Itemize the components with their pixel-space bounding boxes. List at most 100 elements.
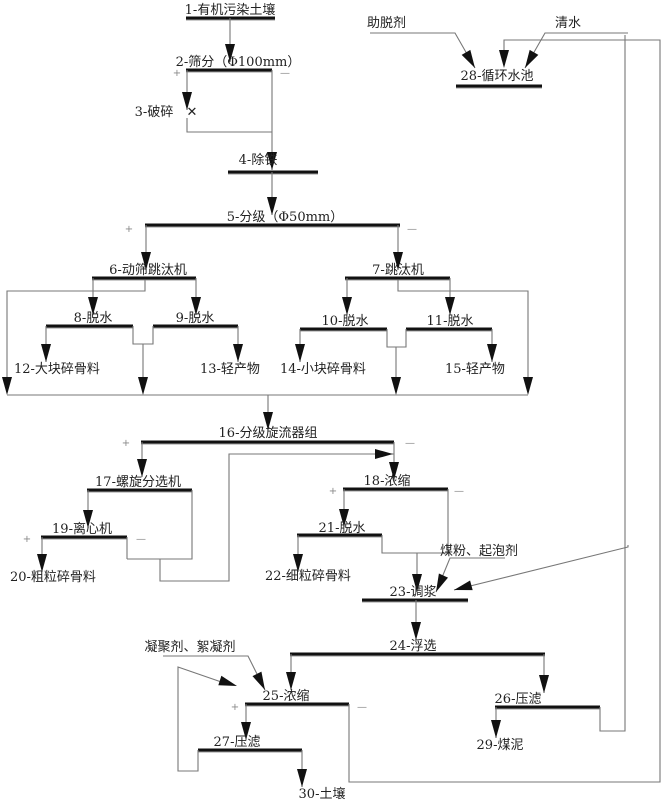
node-8-label: 8-脱水: [74, 311, 113, 326]
flow-6-9-arrow-icon: [191, 297, 201, 315]
node-5-minus-sign: —: [407, 224, 417, 235]
flow-to-23-arrow-icon: [412, 574, 422, 592]
flow-25-27-arrow-icon: [241, 722, 251, 740]
flow-26-filtrate-line: [599, 40, 626, 732]
flow-24-26-arrow-icon: [539, 675, 549, 693]
flow-11-15-arrow-icon: [487, 344, 497, 362]
node-16-minus-sign: —: [405, 438, 415, 449]
flow-8-12-arrow-icon: [41, 344, 51, 362]
flow-6-bypass-line: [6, 280, 146, 390]
flow-17-tail-line: [127, 490, 193, 560]
node-19-label: 19-离心机: [52, 521, 112, 537]
flow-10-14-arrow-icon: [295, 344, 305, 362]
node-23-label: 23-调浆: [390, 585, 437, 600]
flow-24-25-arrow-icon: [286, 672, 296, 690]
reagent-coagulant-arrow-icon: [252, 671, 265, 690]
node-27-label: 27-压滤: [214, 735, 261, 750]
flow-6-8-arrow-icon: [88, 297, 98, 315]
flow-6-bypass-arrow-icon: [2, 377, 12, 395]
flow-26-29-arrow-icon: [491, 720, 501, 738]
node-2-label: 2-筛分（Φ100mm）: [176, 55, 301, 70]
flow-7-bypass-arrow-icon: [523, 377, 533, 395]
node-9-label: 9-脱水: [176, 311, 215, 326]
flow-21-22-arrow-icon: [293, 554, 303, 572]
flow-2-4-arrow-icon: [267, 152, 277, 170]
node-25-minus-sign: —: [357, 702, 367, 713]
flow-19-20-arrow-icon: [37, 554, 47, 572]
flow-19-return-line: [159, 453, 394, 582]
node-7-label: 7-跳汰机: [372, 263, 424, 278]
node-22-label: 22-细粒碎骨料: [265, 569, 351, 584]
recycle-to-23-line: [453, 545, 629, 591]
flow-3-4-line: [186, 118, 272, 133]
flow-7-bypass-line: [397, 280, 529, 390]
node-11-label: 11-脱水: [427, 314, 474, 329]
reagent-desorbent-line: [370, 32, 476, 69]
flow-10-11-underflow-line: [386, 329, 407, 348]
flow-4-5-arrow-icon: [267, 197, 277, 215]
node-4-label: 4-除铁: [239, 153, 278, 168]
flow-27-filtrate-line: [177, 666, 231, 772]
node-19-plus-sign: +: [23, 534, 31, 545]
node-10-label: 10-脱水: [322, 314, 369, 329]
node-18-label: 18-浓缩: [364, 473, 411, 489]
node-25-plus-sign: +: [231, 702, 239, 713]
flow-25-to-28-line: [348, 39, 661, 783]
flow-1-2-arrow-icon: [225, 44, 235, 62]
node-19-minus-sign: —: [136, 534, 146, 545]
reagent-clean-water-arrow-icon: [525, 49, 539, 68]
node-17-label: 17-螺旋分选机: [95, 475, 181, 490]
flow-7-11-arrow-icon: [445, 297, 455, 315]
node-28-label: 28-循环水池: [461, 69, 534, 84]
flow-8-9-underflow-line: [132, 326, 154, 345]
flow-27-30-arrow-icon: [297, 769, 307, 787]
flow-5-7-arrow-icon: [393, 252, 403, 270]
node-25-label: 25-浓缩: [263, 688, 310, 704]
node-18-plus-sign: +: [329, 486, 337, 497]
reagent-clean-water-line: [524, 32, 628, 69]
recycle-to-23-arrow-icon: [454, 580, 473, 591]
flow-27-filtrate-arrow-icon: [218, 675, 237, 686]
flow-18-21-arrow-icon: [339, 509, 349, 527]
reagent-coal-frother-label: 煤粉、起泡剂: [440, 544, 518, 559]
node-3-label: 3-破碎: [135, 105, 174, 120]
node-14-label: 14-小块碎骨料: [280, 362, 366, 377]
flow-5-6-arrow-icon: [141, 252, 151, 270]
flow-7-10-arrow-icon: [342, 297, 352, 315]
node-5-label: 5-分级（Φ50mm）: [227, 210, 344, 225]
flow-10-11-arrow-icon: [391, 377, 401, 395]
flow-25-to-28-arrow-icon: [499, 50, 509, 68]
reagent-coal-frother-arrow-icon: [436, 573, 449, 592]
node-6-label: 6-动筛跳汰机: [109, 263, 187, 278]
node-2-plus-sign: +: [173, 68, 181, 79]
flow-16-17-arrow-icon: [137, 459, 147, 477]
node-5-plus-sign: +: [125, 224, 133, 235]
flow-16-18-arrow-icon: [389, 462, 399, 480]
node-13-label: 13-轻产物: [200, 362, 260, 377]
reagent-desorbent-label: 助脱剂: [367, 16, 406, 31]
node-12-label: 12-大块碎骨料: [14, 362, 100, 377]
node-30-label: 30-土壤: [299, 786, 346, 800]
crusher-icon: ✕: [187, 105, 198, 120]
flow-9-13-arrow-icon: [233, 344, 243, 362]
flow-23-24-arrow-icon: [411, 622, 421, 640]
node-20-label: 20-粗粒碎骨料: [10, 570, 96, 585]
node-15-label: 15-轻产物: [445, 362, 505, 377]
flow-collector-16-arrow-icon: [263, 412, 273, 430]
node-16-label: 16-分级旋流器组: [219, 426, 318, 441]
node-18-minus-sign: —: [454, 486, 464, 497]
reagent-coagulant-label: 凝聚剂、絮凝剂: [144, 639, 235, 655]
reagent-desorbent-arrow-icon: [461, 49, 475, 68]
flow-19-return-arrow-icon: [375, 449, 393, 459]
reagent-clean-water-label: 清水: [555, 16, 581, 31]
flow-18-overflow-line: [417, 489, 449, 554]
node-29-label: 29-煤泥: [477, 738, 524, 753]
flow-8-9-arrow-icon: [138, 377, 148, 395]
node-16-plus-sign: +: [122, 438, 130, 449]
node-1-label: 1-有机污染土壤: [185, 2, 276, 18]
node-21-label: 21-脱水: [319, 521, 366, 536]
flow-17-19-arrow-icon: [83, 510, 93, 528]
node-24-label: 24-浮选: [390, 639, 437, 654]
